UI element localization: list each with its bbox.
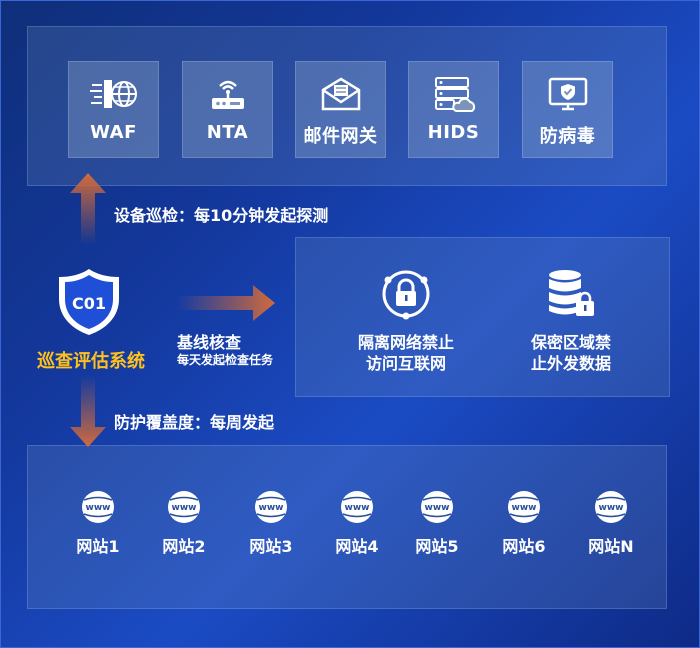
www-text: www [172,503,197,513]
website-item: www 网站N [581,489,641,557]
waf-globe-icon [69,76,158,116]
www-globe-icon: www [82,491,114,523]
websites-panel [27,445,667,609]
check-line-1: 隔离网络禁止 [357,333,454,352]
device-tile-antivirus: 防病毒 [522,61,613,158]
website-item: www 网站4 [327,489,387,557]
www-globe-icon: www [168,491,200,523]
check-line-2: 访问互联网 [365,354,446,373]
right-arrow [177,285,275,321]
database-lock-icon [496,266,646,326]
www-text: www [512,503,537,513]
system-label: 巡查评估系统 [37,351,145,372]
inspection-annotation: 设备巡检：每10分钟发起探测 [114,206,329,225]
www-globe-icon: www [595,491,627,523]
device-label: 邮件网关 [303,126,378,147]
down-arrow [70,375,106,447]
shield-icon: C01 [59,269,119,335]
baseline-title: 基线核查 [177,333,242,352]
website-item: www 网站2 [154,489,214,557]
website-item: www 网站3 [241,489,301,557]
website-label: 网站2 [162,537,206,556]
www-globe-icon: www [255,491,287,523]
device-tile-hids: HIDS [408,61,499,158]
lock-circle-icon [331,266,481,326]
website-label: 网站4 [335,537,379,556]
check-isolated-network: 隔离网络禁止 访问互联网 [331,266,481,374]
website-item: www 网站6 [494,489,554,557]
device-tile-waf: WAF [68,61,159,158]
www-text: www [86,503,111,513]
website-label: 网站3 [249,537,293,556]
website-item: www 网站1 [68,489,128,557]
check-line-1: 保密区域禁 [530,333,611,352]
device-tile-nta: NTA [182,61,273,158]
device-label: NTA [206,122,249,143]
website-label: 网站6 [502,537,546,556]
security-devices-panel [27,26,667,186]
monitor-shield-icon [523,76,612,116]
device-label: HIDS [427,122,480,143]
www-text: www [259,503,284,513]
website-item: www 网站5 [407,489,467,557]
www-text: www [345,503,370,513]
up-arrow [70,173,106,245]
www-text: www [599,503,624,513]
website-label: 网站5 [415,537,459,556]
www-text: www [425,503,450,513]
www-globe-icon: www [341,491,373,523]
baseline-subtitle: 每天发起检查任务 [177,353,274,367]
baseline-check-panel [295,237,670,397]
check-line-2: 止外发数据 [530,354,611,373]
check-classified-area: 保密区域禁 止外发数据 [496,266,646,374]
device-label: WAF [90,122,137,143]
website-label: 网站N [588,537,634,556]
device-tile-mail-gateway: 邮件网关 [295,61,386,158]
router-icon [183,76,272,116]
www-globe-icon: www [508,491,540,523]
mail-icon [296,76,385,116]
website-label: 网站1 [76,537,120,556]
shield-badge-text: C01 [72,294,106,313]
coverage-annotation: 防护覆盖度：每周发起 [114,413,275,432]
server-cloud-icon [409,76,498,116]
device-label: 防病毒 [539,126,596,147]
www-globe-icon: www [421,491,453,523]
